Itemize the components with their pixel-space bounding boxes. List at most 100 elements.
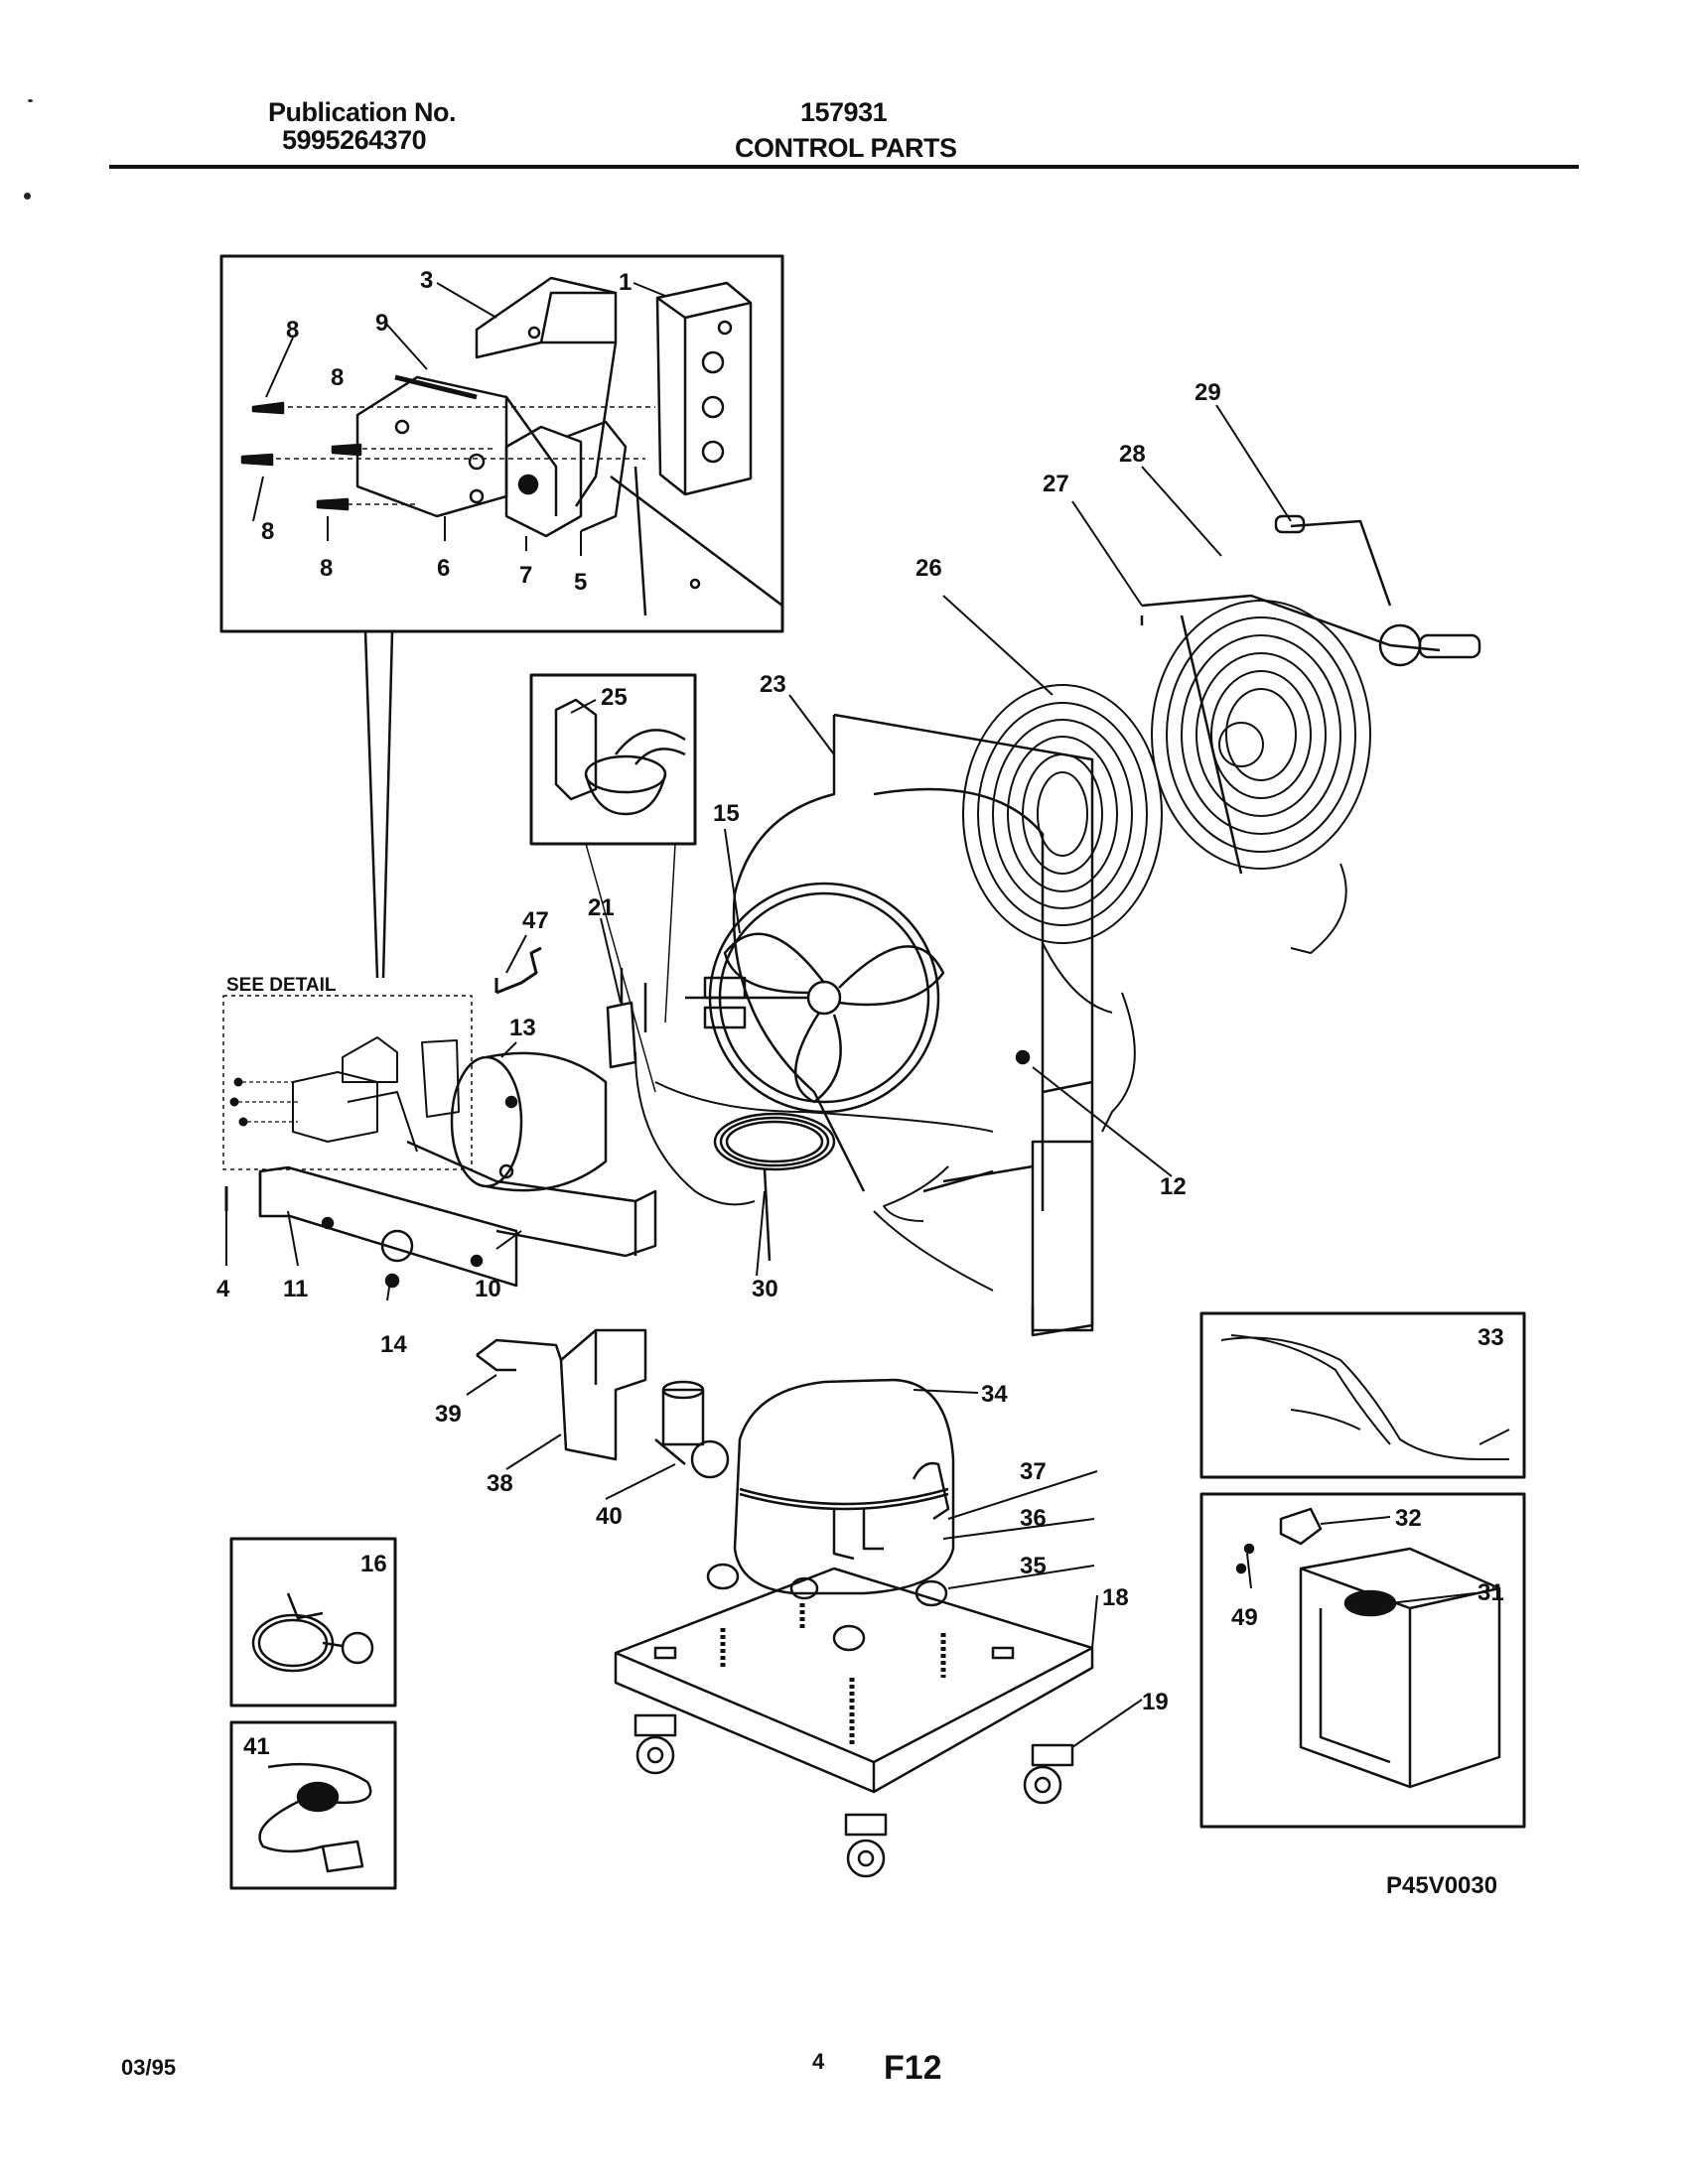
part-32-float bbox=[1279, 1507, 1323, 1546]
callout-26: 26 bbox=[915, 555, 942, 582]
part-31-tank-box bbox=[1199, 1492, 1526, 1829]
callout-labels: 1 3 8 9 8 8 8 6 7 5 25 23 15 26 27 28 29… bbox=[216, 267, 1504, 1899]
callout-8: 8 bbox=[261, 518, 274, 545]
callout-40: 40 bbox=[596, 1503, 623, 1530]
part-16-hose-clamp bbox=[251, 1592, 374, 1673]
callout-21: 21 bbox=[588, 894, 615, 921]
callout-7: 7 bbox=[519, 562, 532, 589]
margin-mark bbox=[24, 193, 31, 200]
mounting-panel-edge bbox=[633, 466, 647, 616]
callout-14: 14 bbox=[380, 1331, 407, 1358]
part-19-casters bbox=[633, 1713, 1074, 1878]
publication-label: Publication No. bbox=[268, 97, 457, 127]
callout-13: 13 bbox=[509, 1015, 536, 1041]
part-5-thermostat bbox=[565, 420, 628, 533]
callout-38: 38 bbox=[487, 1470, 513, 1497]
callout-9: 9 bbox=[375, 310, 388, 337]
part-3-cover bbox=[475, 276, 618, 507]
callout-19: 19 bbox=[1142, 1689, 1169, 1715]
part-40-valve bbox=[654, 1380, 730, 1479]
callout-4: 4 bbox=[216, 1276, 230, 1302]
control-detail-box bbox=[219, 254, 784, 633]
callout-8: 8 bbox=[331, 364, 344, 391]
part-11-mounting-bracket bbox=[258, 1165, 518, 1288]
callout-28: 28 bbox=[1119, 441, 1146, 468]
part-10-bracket-arm bbox=[406, 1140, 657, 1258]
part-49-screw bbox=[1235, 1563, 1247, 1574]
see-detail-box bbox=[222, 995, 473, 1170]
callout-39: 39 bbox=[435, 1401, 462, 1428]
part-14-nut bbox=[384, 1273, 400, 1289]
part-18-base-pan bbox=[614, 1567, 1094, 1794]
callout-35: 35 bbox=[1020, 1553, 1047, 1579]
part-7-switch bbox=[504, 425, 583, 538]
header-rule bbox=[109, 165, 1579, 169]
compressor-grommets bbox=[706, 1563, 948, 1652]
callout-3: 3 bbox=[420, 267, 433, 294]
callout-30: 30 bbox=[752, 1276, 778, 1302]
part-6-bracket bbox=[355, 375, 558, 518]
callout-18: 18 bbox=[1102, 1584, 1129, 1611]
callout-16: 16 bbox=[360, 1551, 387, 1577]
callout-1: 1 bbox=[619, 269, 632, 296]
callout-15: 15 bbox=[713, 800, 740, 827]
part-33-wire-harness bbox=[1220, 1334, 1510, 1460]
callout-11: 11 bbox=[283, 1276, 308, 1302]
part-29-coil-bracket-rod bbox=[1274, 514, 1392, 607]
callout-37: 37 bbox=[1020, 1458, 1047, 1485]
part-30-capillary-coil bbox=[713, 1112, 836, 1262]
callout-6: 6 bbox=[437, 555, 450, 582]
part-38-drain-bracket bbox=[559, 1328, 647, 1461]
callout-10: 10 bbox=[475, 1276, 501, 1302]
model-number: 157931 bbox=[800, 97, 888, 127]
part-1-relay-box bbox=[655, 281, 753, 496]
callout-27: 27 bbox=[1043, 471, 1069, 497]
margin-mark bbox=[28, 99, 33, 102]
part-34-compressor bbox=[733, 1378, 955, 1595]
part-41-cord-box bbox=[229, 1720, 397, 1890]
part-41-power-cord bbox=[258, 1762, 372, 1873]
part-33-harness-box bbox=[1199, 1311, 1526, 1479]
footer-page-number: 4 bbox=[812, 2049, 825, 2074]
part-16-clamp-box bbox=[229, 1537, 397, 1707]
part-13-capacitor bbox=[450, 1051, 608, 1192]
callout-49: 49 bbox=[1231, 1604, 1258, 1631]
callout-34: 34 bbox=[981, 1381, 1008, 1408]
part-47-clip bbox=[494, 946, 542, 995]
part-25-inset-box bbox=[529, 673, 697, 846]
compressor-mounting-springs bbox=[720, 1603, 946, 1747]
callout-25: 25 bbox=[601, 684, 628, 711]
callout-23: 23 bbox=[760, 671, 786, 698]
see-detail-label: SEE DETAIL bbox=[226, 975, 337, 996]
drawing-code: P45V0030 bbox=[1386, 1872, 1497, 1899]
callout-36: 36 bbox=[1020, 1505, 1047, 1532]
part-8-screws bbox=[240, 401, 362, 511]
callout-8: 8 bbox=[320, 555, 333, 582]
mounting-panel-edge bbox=[610, 476, 783, 607]
callout-41: 41 bbox=[243, 1733, 270, 1760]
callout-33: 33 bbox=[1477, 1324, 1504, 1351]
callout-47: 47 bbox=[522, 907, 549, 934]
part-25-thermostat bbox=[554, 698, 686, 816]
footer-section-code: F12 bbox=[884, 2049, 942, 2087]
part-9-screw bbox=[394, 374, 478, 400]
callout-29: 29 bbox=[1195, 379, 1221, 406]
part-21-relay bbox=[606, 968, 647, 1069]
part-12-fastener bbox=[1015, 1049, 1031, 1065]
part-23-fan-shroud bbox=[732, 713, 1094, 1337]
footer-date: 03/95 bbox=[121, 2055, 177, 2080]
wiring-harness bbox=[634, 1051, 994, 1292]
publication-number: 5995264370 bbox=[282, 125, 427, 155]
part-31-water-tank bbox=[1299, 1547, 1501, 1789]
callout-32: 32 bbox=[1395, 1505, 1422, 1532]
fan-motor-shaft bbox=[703, 976, 747, 1029]
part-49-screw bbox=[1243, 1543, 1255, 1555]
see-detail-miniature bbox=[292, 1036, 460, 1153]
callout-5: 5 bbox=[574, 569, 587, 596]
part-39-rod bbox=[476, 1338, 563, 1372]
callout-8: 8 bbox=[286, 317, 299, 343]
callout-31: 31 bbox=[1477, 1579, 1504, 1606]
part-28-evaporator-coil bbox=[1151, 600, 1371, 954]
callout-12: 12 bbox=[1160, 1173, 1187, 1200]
